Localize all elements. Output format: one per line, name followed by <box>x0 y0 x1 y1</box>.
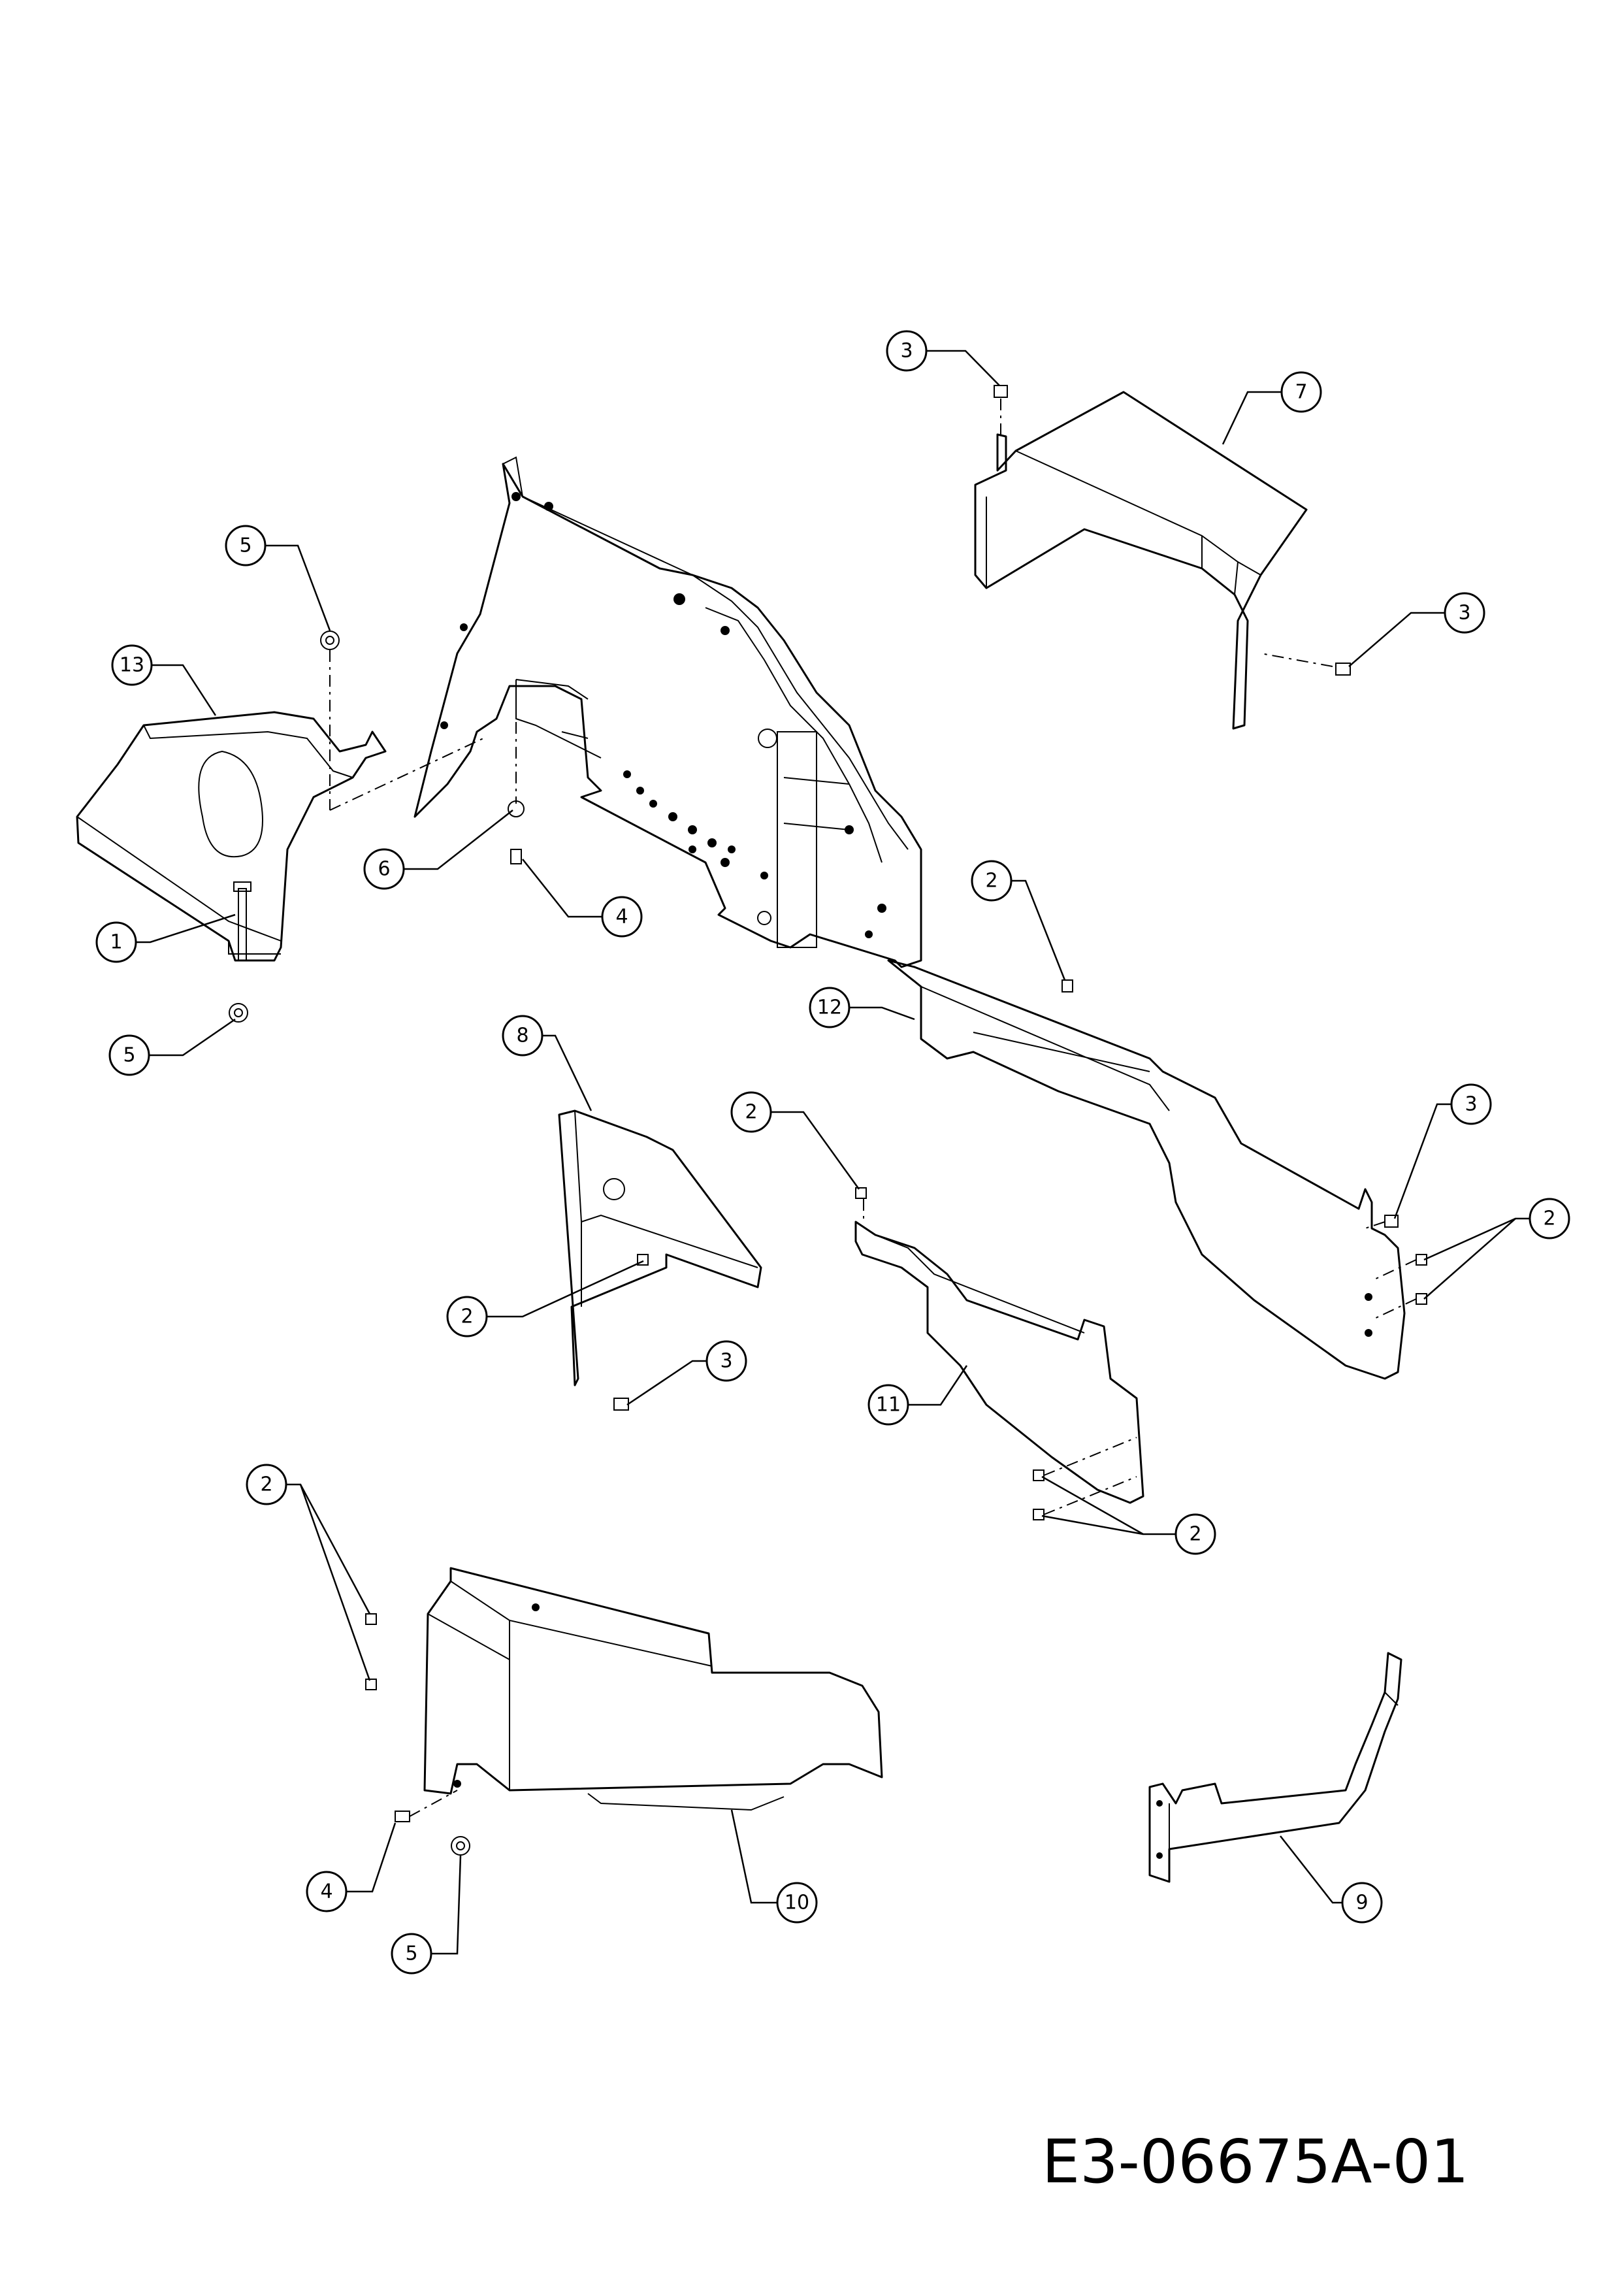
svg-text:11: 11 <box>876 1394 901 1417</box>
callout-4-bottom: 4 <box>306 1871 348 1912</box>
svg-text:3: 3 <box>900 340 913 363</box>
part-9-bracket <box>1148 1652 1402 1883</box>
callout-1: 1 <box>95 921 137 963</box>
callout-5-bottom: 5 <box>391 1933 432 1975</box>
callout-3-right: 3 <box>1444 592 1485 634</box>
part-7-cover <box>974 391 1308 730</box>
part-12-main-panel <box>413 456 1406 1380</box>
callout-5-top: 5 <box>225 525 267 566</box>
callout-12: 12 <box>809 987 850 1028</box>
svg-text:13: 13 <box>120 654 144 677</box>
callout-3-c: 3 <box>1450 1083 1492 1125</box>
callout-3-d: 3 <box>705 1340 747 1382</box>
svg-text:2: 2 <box>260 1473 272 1496</box>
svg-text:6: 6 <box>378 858 390 881</box>
svg-text:3: 3 <box>1458 602 1470 625</box>
callout-2-f: 2 <box>246 1464 287 1505</box>
callout-7: 7 <box>1280 371 1322 413</box>
svg-text:2: 2 <box>745 1101 757 1124</box>
callout-2-a: 2 <box>971 860 1012 902</box>
svg-text:2: 2 <box>1543 1207 1555 1230</box>
callout-8: 8 <box>502 1015 543 1057</box>
assembly-lines <box>329 399 1417 1817</box>
svg-text:2: 2 <box>1189 1523 1201 1546</box>
callout-3-top: 3 <box>886 330 928 372</box>
fasteners <box>229 385 1427 1856</box>
svg-text:4: 4 <box>615 906 628 928</box>
part-8-bracket <box>558 1109 762 1386</box>
callout-13: 13 <box>111 644 153 686</box>
part-10-lower-cover <box>423 1567 883 1811</box>
svg-text:5: 5 <box>239 534 251 557</box>
svg-text:3: 3 <box>1465 1093 1477 1116</box>
callout-11: 11 <box>867 1384 909 1426</box>
svg-text:8: 8 <box>516 1025 528 1047</box>
leader-lines <box>116 350 1549 1955</box>
callout-2-c: 2 <box>1529 1198 1570 1239</box>
svg-text:7: 7 <box>1295 381 1307 404</box>
callout-bubbles: 3 7 5 13 3 6 4 1 2 12 5 8 2 3 2 2 3 11 2… <box>95 330 1570 1975</box>
svg-text:4: 4 <box>320 1880 332 1903</box>
svg-text:3: 3 <box>720 1350 732 1373</box>
svg-text:5: 5 <box>123 1044 135 1067</box>
callout-2-e: 2 <box>1174 1513 1216 1555</box>
svg-text:9: 9 <box>1355 1892 1368 1914</box>
svg-text:1: 1 <box>110 931 122 954</box>
callout-2-d: 2 <box>446 1296 488 1337</box>
svg-text:5: 5 <box>405 1943 417 1965</box>
callout-4-top: 4 <box>601 896 643 938</box>
part-11-bracket <box>854 1221 1144 1504</box>
document-code: E3-06675A-01 <box>1042 2127 1469 2197</box>
svg-text:2: 2 <box>461 1305 473 1328</box>
callout-9: 9 <box>1341 1882 1383 1924</box>
callout-2-b: 2 <box>730 1091 772 1133</box>
callout-6: 6 <box>363 848 405 890</box>
callout-5-mid: 5 <box>108 1034 150 1076</box>
svg-text:2: 2 <box>985 870 997 893</box>
svg-text:12: 12 <box>817 996 842 1019</box>
callout-10: 10 <box>776 1882 818 1924</box>
svg-text:10: 10 <box>785 1892 809 1914</box>
